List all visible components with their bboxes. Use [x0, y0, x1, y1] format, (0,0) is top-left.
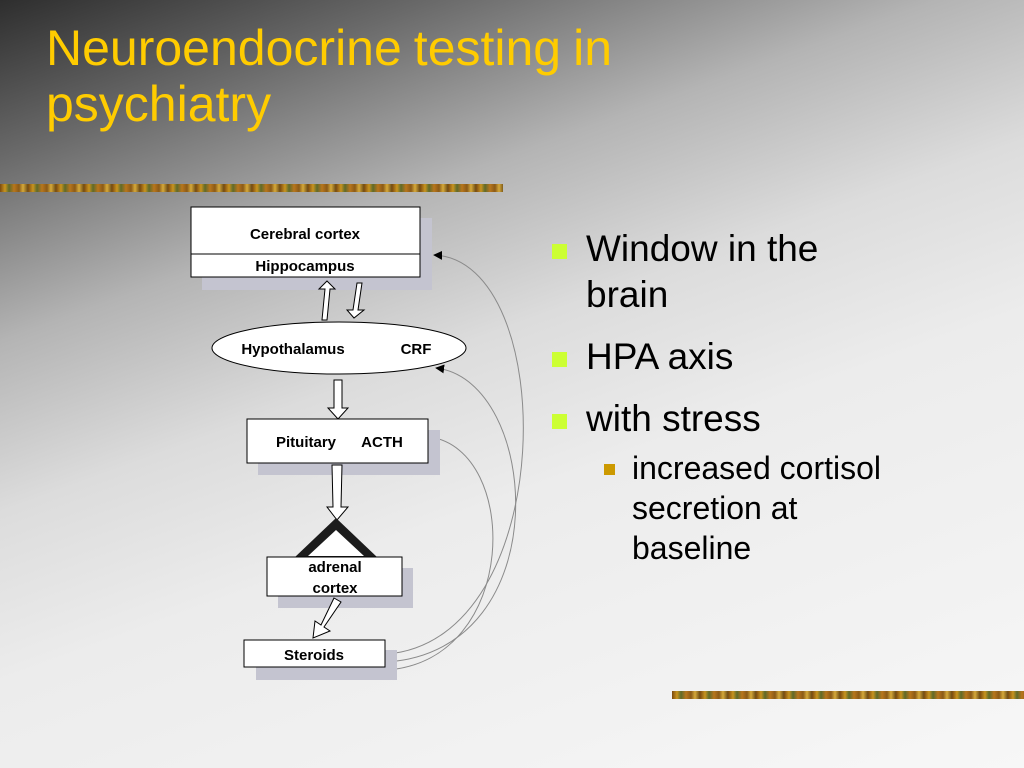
bullet-text-line1: Window in the	[586, 228, 819, 269]
adrenal-label-line1: adrenal	[308, 559, 361, 576]
bullet-hpa-axis: HPA axis	[548, 334, 1008, 380]
arrow-up-hypothalamus-to-cortex	[317, 280, 337, 321]
hippocampus-box	[190, 253, 421, 278]
decorative-band-bottom	[672, 691, 1024, 699]
adrenal-cortex-box	[266, 556, 403, 597]
bullet-window-in-brain: Window in the brain	[548, 226, 1008, 318]
crf-label: CRF	[401, 341, 432, 358]
arrow-down-cortex-to-hypothalamus	[345, 282, 366, 319]
feedback-curve-to-pituitary	[386, 433, 494, 671]
bullet-list: Window in the brain HPA axis with stress…	[548, 226, 1008, 568]
title-word-testing: testing	[413, 20, 562, 76]
hippocampus-label: Hippocampus	[255, 258, 354, 275]
sub-bullet-text-line3: baseline	[632, 530, 752, 566]
title-word-psychiatry: psychiatry	[46, 76, 272, 132]
sub-bullet-increased-cortisol: increased cortisol secretion at baseline	[548, 448, 1008, 568]
bullet-with-stress: with stress	[548, 396, 1008, 442]
hypothalamus-label: Hypothalamus	[241, 341, 344, 358]
decorative-band-top	[0, 184, 503, 192]
bullet-text-line2: brain	[586, 274, 669, 315]
steroids-box	[243, 639, 386, 668]
title-word-neuroendocrine: Neuroendocrine	[46, 20, 402, 76]
bullet-square-icon	[552, 414, 567, 429]
cerebral-cortex-label: Cerebral cortex	[250, 226, 361, 243]
acth-label: ACTH	[361, 434, 403, 451]
title-word-in: in	[573, 20, 613, 76]
adrenal-gland-triangle-inner	[308, 530, 364, 556]
arrow-hypothalamus-to-pituitary	[326, 379, 350, 420]
arrow-pituitary-to-adrenal	[325, 464, 350, 521]
adrenal-label-line2: cortex	[312, 580, 358, 597]
sub-bullet-text-line1: increased cortisol	[632, 450, 881, 486]
bullet-square-icon	[552, 352, 567, 367]
sub-bullet-text-line2: secretion at	[632, 490, 798, 526]
bullet-square-icon	[552, 244, 567, 259]
feedback-curve-to-cortex	[386, 250, 524, 655]
arrow-adrenal-to-steroids	[312, 597, 342, 639]
sub-bullet-square-icon	[604, 464, 615, 475]
feedback-curve-to-hypothalamus	[386, 364, 517, 663]
pituitary-label: Pituitary	[276, 434, 337, 451]
bullet-text: HPA axis	[586, 336, 734, 377]
steroids-label: Steroids	[284, 647, 344, 664]
pituitary-box	[246, 418, 429, 464]
hypothalamus-ellipse	[211, 321, 467, 375]
bullet-text: with stress	[586, 398, 761, 439]
